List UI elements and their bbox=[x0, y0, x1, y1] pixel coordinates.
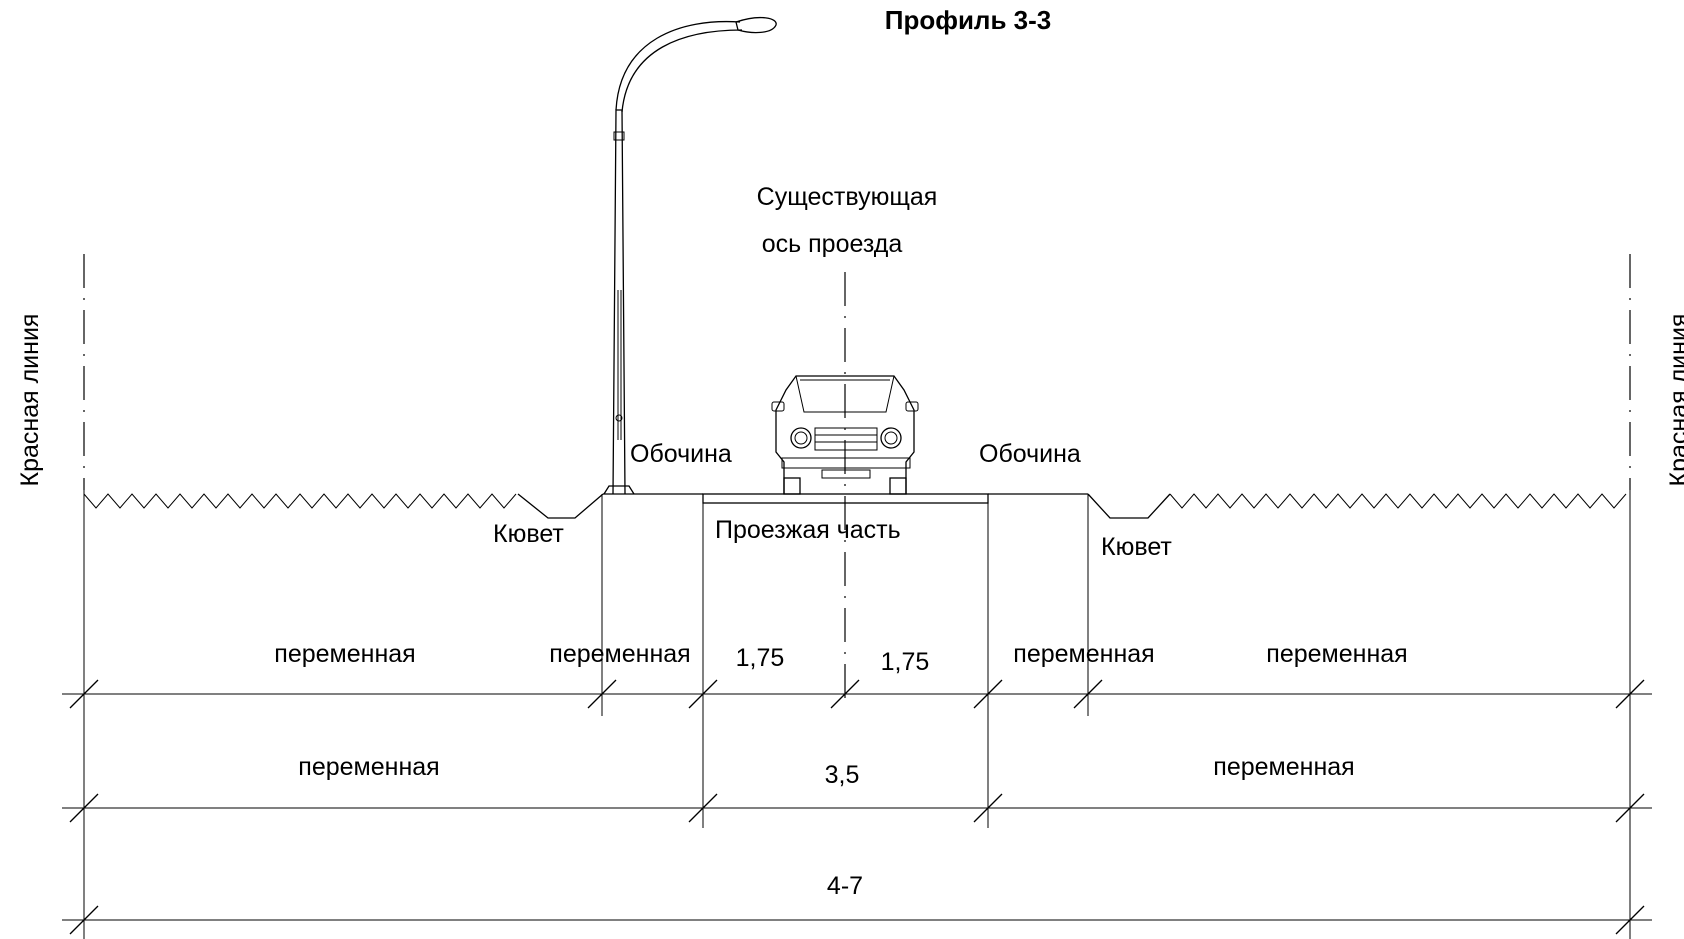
dim-row2-seg1: переменная bbox=[298, 753, 439, 781]
dimension-tick bbox=[69, 793, 99, 823]
ditch-right bbox=[1087, 493, 1171, 519]
dimension-tick bbox=[688, 679, 718, 709]
dimension-tick bbox=[688, 793, 718, 823]
shoulder-left-label: Обочина bbox=[630, 440, 732, 468]
dimension-tick bbox=[1073, 679, 1103, 709]
dim-row1-seg1: переменная bbox=[274, 640, 415, 668]
ditch-left bbox=[517, 493, 604, 519]
axis-label-line1: Существующая bbox=[757, 183, 938, 211]
shoulder-right-label: Обочина bbox=[979, 440, 1081, 468]
extension-lines bbox=[601, 494, 1089, 828]
dim-row1-seg5: переменная bbox=[1013, 640, 1154, 668]
dimension-ticks bbox=[69, 679, 1645, 935]
red-line-left-label: Красная линия bbox=[16, 314, 44, 487]
street-lamp-icon bbox=[603, 16, 777, 495]
ground-zigzag-right bbox=[1169, 493, 1627, 509]
dimension-tick bbox=[1615, 793, 1645, 823]
dimension-tick bbox=[973, 679, 1003, 709]
dimension-tick bbox=[1615, 905, 1645, 935]
carriageway-label: Проезжая часть bbox=[715, 516, 901, 544]
dimension-tick bbox=[69, 905, 99, 935]
dim-row2-seg2: 3,5 bbox=[825, 761, 860, 789]
ditch-left-label: Кювет bbox=[493, 520, 564, 548]
dimension-tick bbox=[587, 679, 617, 709]
car-icon bbox=[771, 375, 919, 495]
dimension-tick bbox=[1615, 679, 1645, 709]
dim-row1-seg2: переменная bbox=[549, 640, 690, 668]
dim-row1-seg6: переменная bbox=[1266, 640, 1407, 668]
dim-row3-total: 4-7 bbox=[827, 872, 863, 900]
dim-row1-seg4: 1,75 bbox=[881, 648, 930, 676]
axis-label-line2: ось проезда bbox=[762, 230, 903, 258]
red-line-right-label: Красная линия bbox=[1665, 314, 1684, 487]
drawing-title: Профиль 3-3 bbox=[885, 5, 1052, 35]
dimension-tick bbox=[973, 793, 1003, 823]
dim-row2-seg3: переменная bbox=[1213, 753, 1354, 781]
dim-row1-seg3: 1,75 bbox=[736, 644, 785, 672]
ground-zigzag-left bbox=[83, 493, 517, 509]
ditch-right-label: Кювет bbox=[1101, 533, 1172, 561]
dimension-tick bbox=[69, 679, 99, 709]
dimension-tick bbox=[830, 679, 860, 709]
